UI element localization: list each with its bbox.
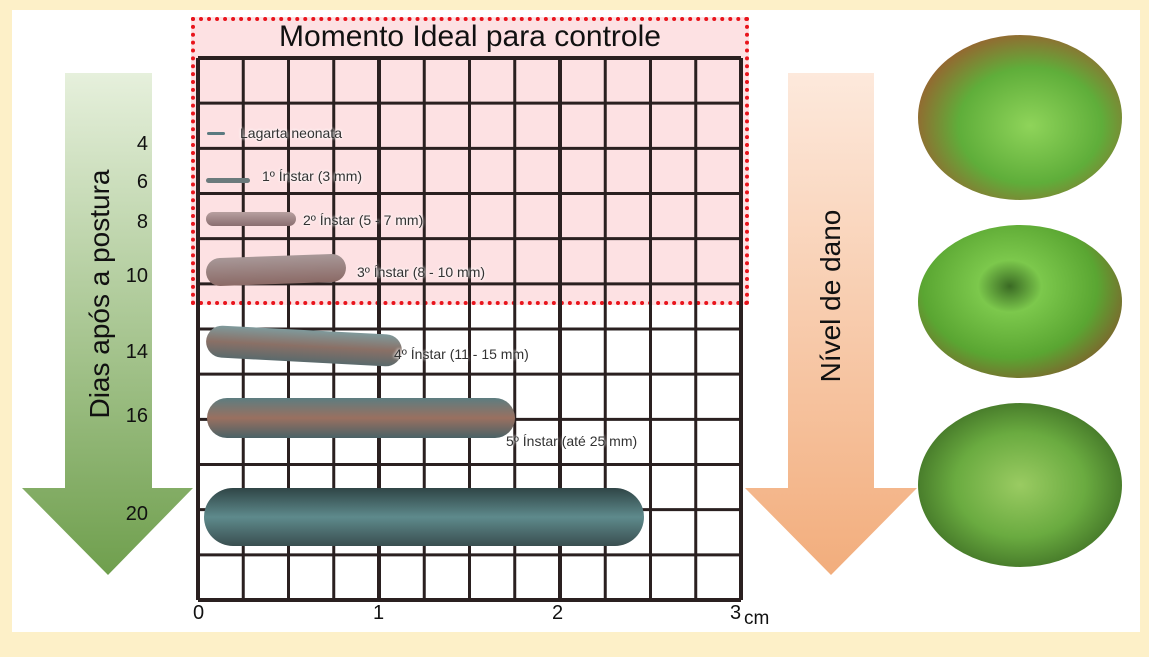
- x-unit: cm: [744, 608, 770, 629]
- ideal-control-title: Momento Ideal para controle: [279, 20, 661, 53]
- stage-label: Lagarta neonata: [240, 125, 342, 141]
- x-tick: 2: [552, 602, 564, 624]
- x-tick: 0: [193, 602, 205, 624]
- maize-leaf-medium-damage-photo: [918, 225, 1122, 378]
- stage-label: 5º Ínstar (até 25 mm): [506, 433, 638, 449]
- stage-label: 1º Ínstar (3 mm): [262, 168, 363, 184]
- larva-instar-3: [205, 253, 347, 287]
- day-label: 8: [136, 211, 148, 233]
- stage-label: 2º Ínstar (5 - 7 mm): [303, 212, 424, 228]
- day-label: 6: [136, 171, 148, 193]
- larva-instar-5a: [207, 398, 515, 438]
- day-label: 16: [125, 405, 148, 427]
- day-label: 14: [125, 341, 148, 363]
- larva-neonate: [207, 132, 225, 135]
- stage-label: 3º Ínstar (8 - 10 mm): [357, 264, 486, 280]
- larva-instar-2: [206, 212, 296, 226]
- damage-arrow: [745, 73, 917, 575]
- day-label: 10: [125, 265, 148, 287]
- x-tick: 1: [373, 602, 385, 624]
- larva-instar-1: [206, 178, 250, 183]
- days-arrow: [22, 73, 193, 575]
- damage-axis-label: Nível de dano: [815, 209, 846, 383]
- x-tick: 3: [730, 602, 742, 624]
- maize-leaf-low-damage-photo: [918, 35, 1122, 200]
- stage-label: 4º Ínstar (11 - 15 mm): [394, 346, 529, 362]
- day-label: 4: [136, 133, 148, 155]
- days-axis-label: Dias após a postura: [84, 169, 115, 419]
- day-label: 20: [125, 503, 148, 525]
- maize-leaf-high-damage-photo: [918, 403, 1122, 567]
- larva-instar-5b: [204, 488, 644, 546]
